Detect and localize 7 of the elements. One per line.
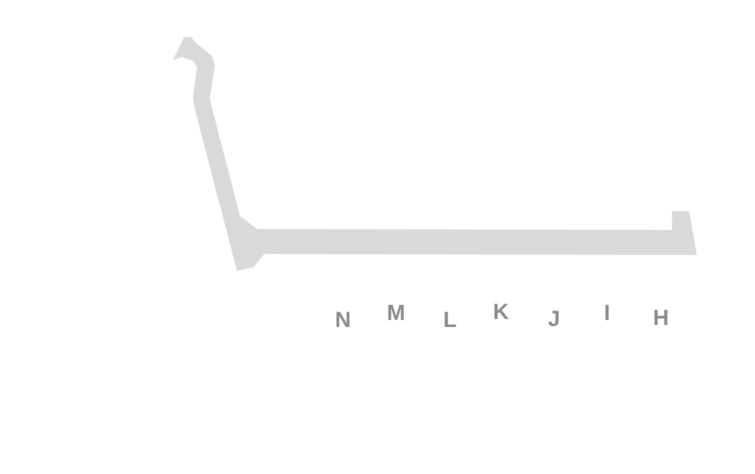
part-letter: M bbox=[386, 302, 406, 324]
part-letter: L bbox=[443, 309, 457, 331]
part-letter: H bbox=[653, 307, 669, 329]
part-letter: N bbox=[335, 309, 351, 331]
part-letter: I bbox=[604, 302, 610, 324]
part-letter: J bbox=[548, 308, 560, 330]
part-letter: K bbox=[493, 301, 509, 323]
